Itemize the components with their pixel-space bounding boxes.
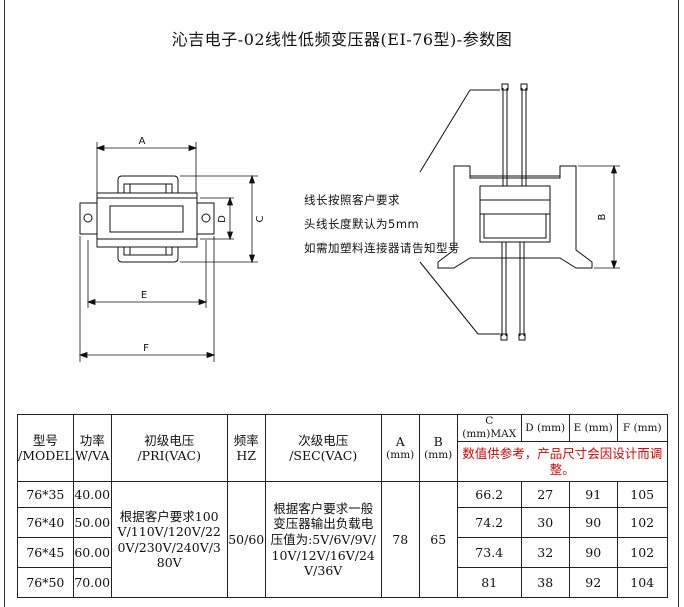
f-cell: 104	[616, 567, 668, 599]
power-cell: 60.00	[72, 537, 112, 569]
dimension-warning: 数值供参考，产品尺寸会因设计而调整。	[456, 441, 668, 483]
header-model: 型号/MODEL	[17, 413, 74, 483]
label-d: D	[217, 215, 228, 223]
page-left-border	[4, 0, 5, 607]
page-right-border	[678, 0, 679, 607]
d-cell: 30	[520, 507, 570, 539]
f-cell: 102	[616, 537, 668, 569]
header-d: D (mm)	[520, 413, 570, 443]
power-cell: 70.00	[72, 567, 112, 599]
dimension-c	[180, 174, 258, 264]
header-c: C (mm)MAX	[456, 413, 522, 443]
c-cell: 74.2	[456, 507, 522, 539]
frequency-cell: 50/60	[226, 481, 266, 599]
header-f: F (mm)	[616, 413, 668, 443]
power-cell: 40.00	[72, 481, 112, 509]
dimension-a	[95, 142, 198, 193]
c-cell: 73.4	[456, 537, 522, 569]
d-cell: 38	[520, 567, 570, 599]
d-cell: 27	[520, 481, 570, 509]
table-row: 76*50 70.00 81 38 92 104	[17, 567, 668, 599]
power-cell: 50.00	[72, 507, 112, 539]
dimension-f	[78, 236, 216, 362]
label-b: B	[597, 213, 608, 220]
e-cell: 92	[568, 567, 618, 599]
header-a: A(mm)	[380, 413, 420, 483]
top-view-drawing	[79, 175, 215, 263]
warning-row: 数值供参考，产品尺寸会因设计而调整。	[18, 441, 668, 483]
header-e: E (mm)	[568, 413, 618, 443]
model-cell: 76*35	[17, 481, 74, 509]
primary-voltage-cell: 根据客户要求100V/110V/120V/220V/230V/240V/380V	[110, 481, 228, 599]
e-cell: 90	[568, 507, 618, 539]
label-c: C	[255, 215, 266, 222]
label-a: A	[139, 136, 146, 147]
note-line-2: 头线长度默认为5mm	[304, 217, 420, 231]
note-line-1: 线长按照客户要求	[304, 193, 400, 207]
model-cell: 76*50	[17, 567, 74, 599]
e-cell: 91	[568, 481, 618, 509]
header-secondary-voltage: 次级电压/SEC(VAC)	[264, 413, 382, 483]
table-row: 76*35 40.00 根据客户要求100V/110V/120V/220V/23…	[17, 481, 668, 599]
f-cell: 105	[616, 481, 668, 509]
d-cell: 32	[520, 537, 570, 569]
page-title: 沁吉电子-02线性低频变压器(EI-76型)-参数图	[171, 30, 513, 49]
header-b: B(mm)	[418, 413, 458, 483]
dimension-e	[86, 240, 208, 308]
table-row: 76*45 60.00 73.4 32 90 102	[17, 537, 668, 569]
secondary-voltage-cell: 根据客户要求一般变压器输出负载电压值为:5V/6V/9V/10V/12V/16V…	[264, 481, 382, 599]
model-cell: 76*45	[17, 537, 74, 569]
label-e: E	[141, 290, 147, 301]
c-cell: 66.2	[456, 481, 522, 509]
c-cell: 81	[456, 567, 522, 599]
transformer-drawing: A E F D C B	[78, 83, 620, 362]
dimension-b	[578, 164, 620, 270]
note-line-3: 如需加塑料连接器请告知型号	[304, 241, 460, 255]
a-cell: 78	[380, 481, 420, 599]
b-cell: 65	[418, 481, 458, 599]
side-view-drawing	[419, 83, 593, 341]
header-primary-voltage: 初级电压/PRI(VAC)	[110, 413, 228, 483]
f-cell: 102	[616, 507, 668, 539]
dimension-d	[200, 196, 234, 241]
e-cell: 90	[568, 537, 618, 569]
model-cell: 76*40	[17, 507, 74, 539]
label-f: F	[143, 343, 149, 354]
